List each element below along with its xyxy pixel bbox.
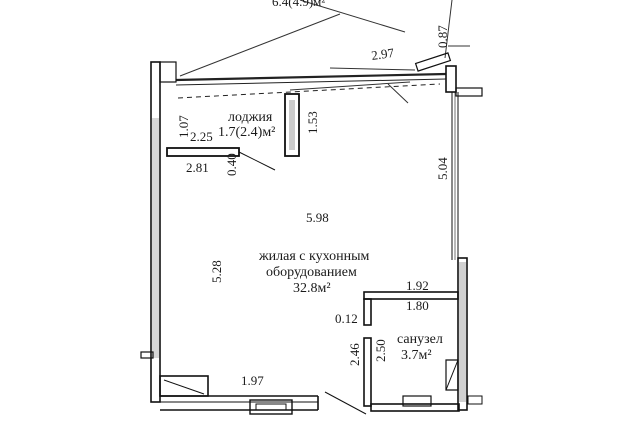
dim-2-50: 2.50 xyxy=(373,339,388,362)
dim-1-97: 1.97 xyxy=(241,373,264,388)
dim-1-53: 1.53 xyxy=(305,111,320,134)
dim-0-87: 0.87 xyxy=(435,25,450,48)
living-name-line1: жилая с кухонным xyxy=(258,249,369,264)
dim-0-40: 0.40 xyxy=(224,153,239,176)
dim-2-81: 2.81 xyxy=(186,160,209,175)
dim-5-98: 5.98 xyxy=(306,210,329,225)
bathroom-area: 3.7м² xyxy=(401,348,432,363)
dim-2-25: 2.25 xyxy=(190,129,213,144)
dim-5-28: 5.28 xyxy=(209,260,224,283)
left-wall xyxy=(140,61,177,403)
loggia-parapet xyxy=(175,72,447,99)
bathroom-name: санузел xyxy=(397,332,443,347)
right-wall xyxy=(414,52,483,411)
bathroom-walls xyxy=(363,291,459,407)
dim-0-12: 0.12 xyxy=(335,311,358,326)
loggia-name: лоджия xyxy=(228,110,273,125)
top-area-label: 6.4(4.9)м² xyxy=(272,0,325,9)
dim-5-04: 5.04 xyxy=(435,157,450,180)
loggia-area: 1.7(2.4)м² xyxy=(218,125,275,140)
dim-1-07: 1.07 xyxy=(176,115,191,138)
dim-1-80: 1.80 xyxy=(406,298,429,313)
living-name-line2: оборудованием xyxy=(266,265,357,280)
loggia-partition xyxy=(166,93,300,171)
dim-1-92: 1.92 xyxy=(406,278,429,293)
dim-2-46: 2.46 xyxy=(347,343,362,366)
bottom-wall xyxy=(159,375,460,415)
living-area: 32.8м² xyxy=(293,281,331,296)
dim-2-97: 2.97 xyxy=(370,45,395,63)
top-reference-lines xyxy=(179,0,470,104)
